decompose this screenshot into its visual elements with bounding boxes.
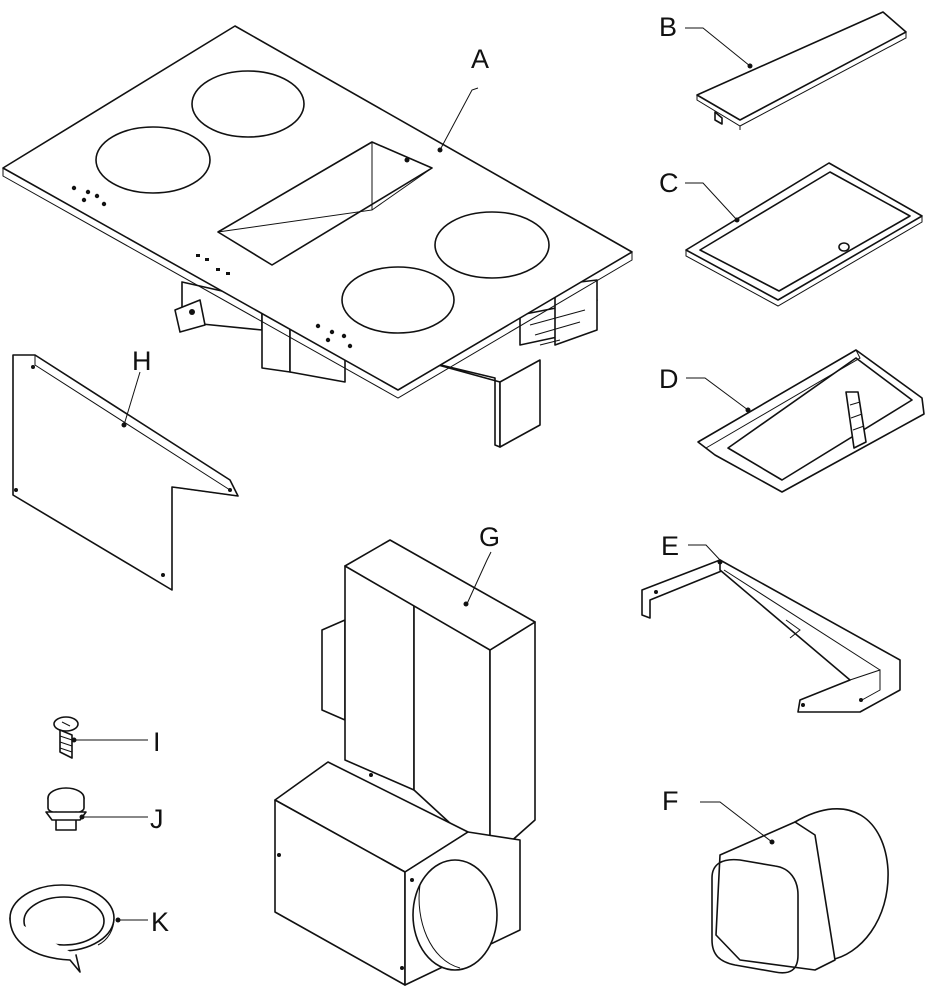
extractor-opening bbox=[217, 141, 433, 266]
part-c-filter-frame bbox=[685, 162, 923, 307]
part-e-bracket bbox=[641, 544, 901, 713]
label-a: A bbox=[471, 44, 490, 74]
cooking-zone-front-left bbox=[95, 126, 211, 194]
part-a-cooktop bbox=[2, 25, 633, 448]
label-j: J bbox=[150, 804, 164, 834]
label-i: I bbox=[153, 727, 161, 757]
part-f-duct-adapter bbox=[700, 801, 889, 974]
control-dots bbox=[71, 185, 353, 349]
label-f: F bbox=[662, 786, 679, 816]
label-g: G bbox=[479, 522, 501, 552]
part-b-cover-plate bbox=[685, 11, 907, 130]
label-h: H bbox=[132, 346, 152, 376]
label-d: D bbox=[659, 364, 679, 394]
part-h-rear-panel bbox=[12, 354, 239, 591]
part-k-sealing-tape bbox=[9, 884, 148, 973]
label-e: E bbox=[661, 531, 680, 561]
label-c: C bbox=[659, 168, 679, 198]
cooking-zone-rear-right bbox=[434, 211, 550, 279]
part-i-screw bbox=[53, 716, 148, 759]
label-b: B bbox=[659, 12, 678, 42]
part-j-bolt bbox=[45, 787, 148, 831]
label-k: K bbox=[151, 907, 170, 937]
cooking-zone-rear-left bbox=[191, 70, 305, 138]
part-g-fan-unit bbox=[274, 539, 536, 986]
cooking-zone-front-right bbox=[341, 266, 455, 334]
part-d-drip-tray bbox=[686, 349, 925, 493]
